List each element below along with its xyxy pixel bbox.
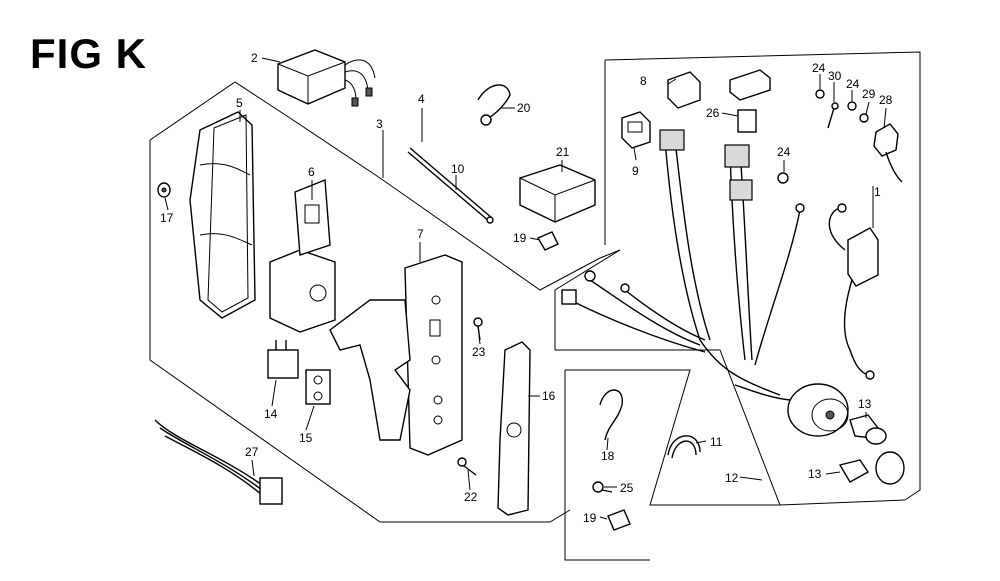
callout-11: 11 [710,435,723,449]
callout-7: 7 [417,227,424,241]
leader-lines [164,57,887,520]
figure-title: FIG K [30,30,147,77]
part-18-clamp [599,389,623,441]
part-21-block [519,164,596,223]
part-12-harness [561,129,805,396]
part-13-key-lower [838,451,905,485]
callout-4: 4 [418,92,425,106]
part-12-key-switch [734,383,849,437]
callout-14: 14 [264,407,278,421]
callout-24-top: 24 [812,61,826,75]
callout-8: 8 [640,74,647,88]
callout-2: 2 [251,51,258,65]
part-27-wire-lead [154,419,283,505]
callout-9: 9 [632,164,639,178]
callout-15: 15 [299,431,313,445]
part-7-panel-plate [329,254,463,456]
callout-17: 17 [160,211,174,225]
callout-12: 12 [725,471,739,485]
part-20-clip [477,84,511,126]
callout-28: 28 [879,93,893,107]
callout-30: 30 [828,69,842,83]
part-24-nut-top [815,89,825,99]
part-24-nut-mid [847,101,857,111]
part-19-clip-upper [536,231,559,251]
callout-23: 23 [472,345,486,359]
callout-6: 6 [308,165,315,179]
group-outline-small-parts [564,369,780,561]
part-25-screw [592,481,613,493]
part-28-sensor [873,123,903,183]
callout-21: 21 [556,145,570,159]
callout-26: 26 [706,106,720,120]
part-29-washer [859,113,869,123]
callout-18: 18 [601,449,615,463]
callout-25: 25 [620,481,634,495]
part-24-nut-harness [777,172,789,184]
part-14-switch [267,340,299,379]
part-16-plate [497,341,531,516]
callout-13-lower: 13 [808,467,822,481]
part-26-fuse-holder [729,69,771,133]
callout-20: 20 [517,101,531,115]
part-11-loop [667,435,701,459]
callout-13-upper: 13 [858,397,872,411]
group-outline-left-panel [149,81,621,523]
callout-19-upper: 19 [513,231,527,245]
part-2-box [277,49,376,107]
callout-29: 29 [862,87,876,101]
callout-24-harness: 24 [777,145,791,159]
callout-10: 10 [451,162,465,176]
callout-16: 16 [542,389,556,403]
callout-19-lower: 19 [583,511,597,525]
part-22-screw [457,457,477,476]
callout-1: 1 [874,185,881,199]
part-6-bracket [269,178,336,333]
part-10-rod [407,147,494,224]
part-23-screw [473,317,483,341]
callout-3: 3 [376,117,383,131]
part-8-relay [667,71,701,109]
part-1-switch [828,203,879,380]
group-outline-harness [555,51,921,506]
part-30-bolt [827,102,839,129]
part-15-breaker [305,369,331,405]
callout-24-mid: 24 [846,77,860,91]
part-17-grommet [157,182,171,198]
part-9-connector [621,111,651,149]
callout-22: 22 [464,490,478,504]
part-19-clip-lower [607,509,631,531]
part-13-key-upper [849,414,887,445]
callout-5: 5 [236,96,243,110]
callout-27: 27 [245,445,259,459]
part-5-cover [189,111,256,319]
